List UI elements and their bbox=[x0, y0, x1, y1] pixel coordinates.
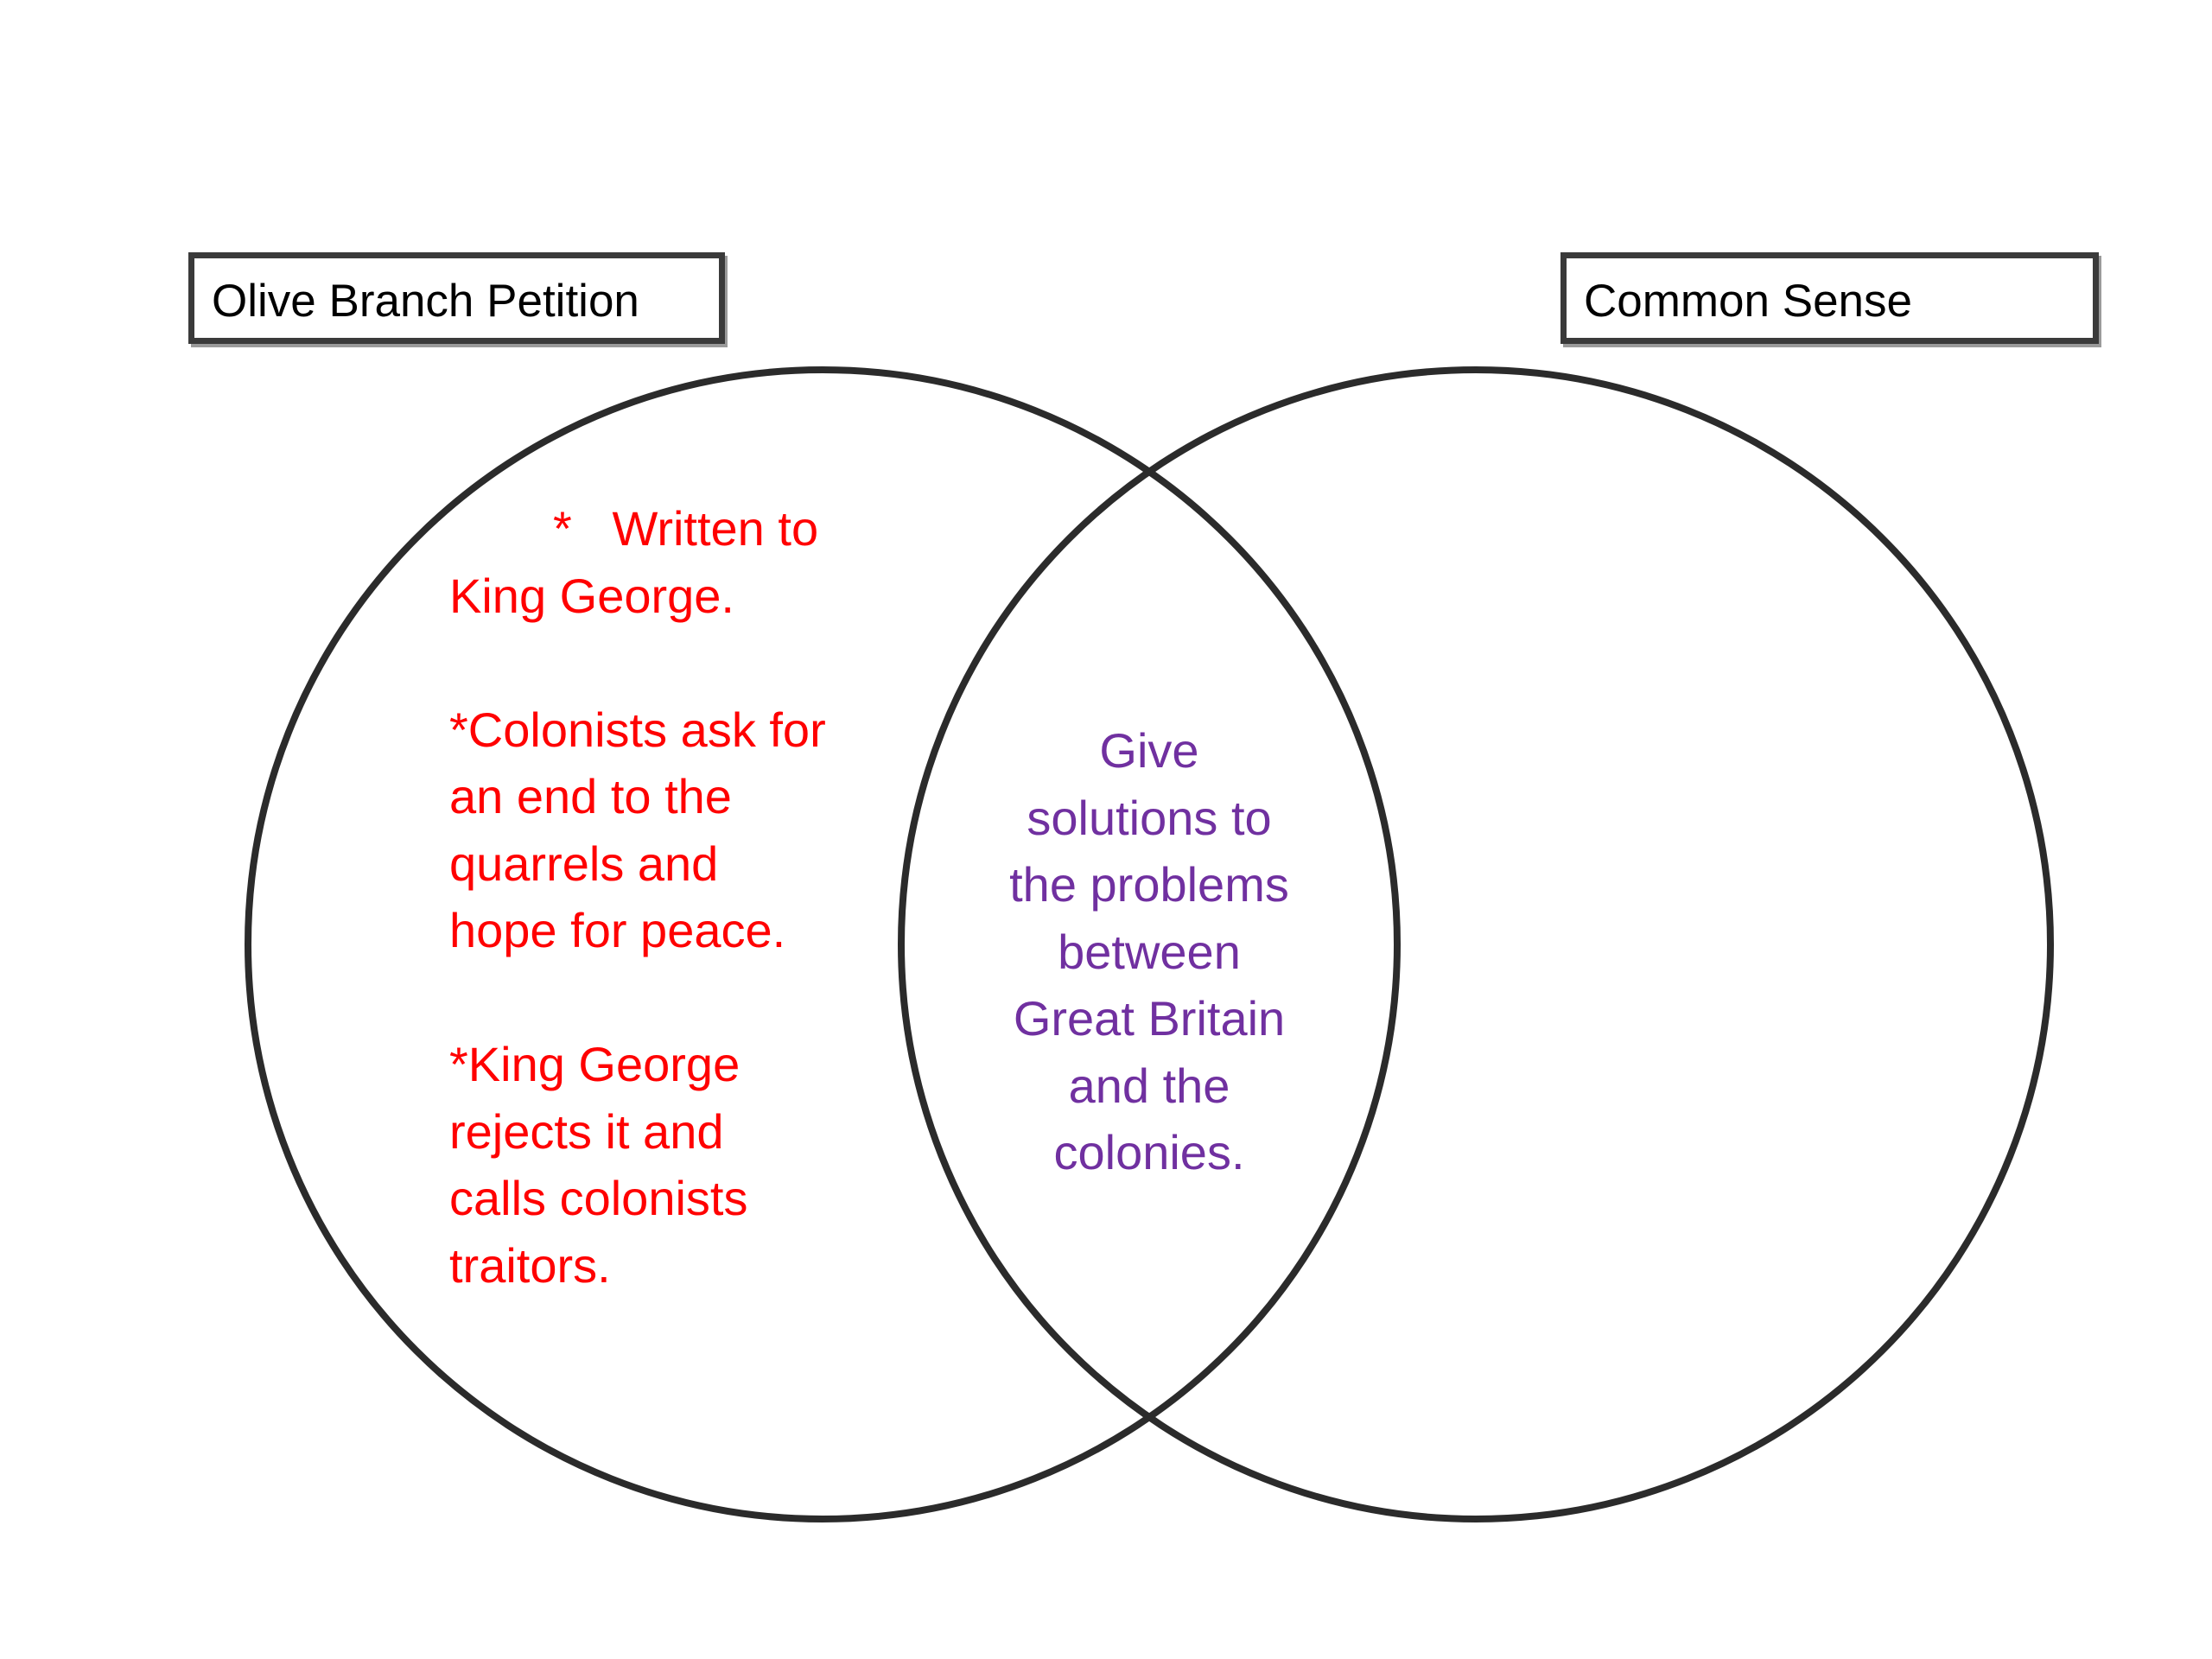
note-king-rejects: *King George rejects it and calls coloni… bbox=[449, 1031, 899, 1299]
note-line: *King George bbox=[449, 1037, 741, 1091]
note-bullet-marker: * bbox=[553, 501, 572, 556]
note-line: Written to bbox=[612, 501, 819, 556]
intersection-line: and the bbox=[1068, 1058, 1230, 1113]
intersection-line: colonies. bbox=[1053, 1125, 1245, 1179]
intersection-line: Great Britain bbox=[1013, 991, 1286, 1046]
note-line: calls colonists bbox=[449, 1171, 748, 1225]
note-colonists-ask: *Colonists ask for an end to the quarrel… bbox=[449, 696, 899, 964]
note-line: hope for peace. bbox=[449, 903, 786, 957]
note-line: King George. bbox=[449, 568, 734, 623]
note-line: rejects it and bbox=[449, 1103, 724, 1159]
intersection-line: Give bbox=[1099, 723, 1199, 778]
note-line: an end to the bbox=[449, 769, 732, 823]
note-line: *Colonists ask for bbox=[449, 702, 826, 757]
note-line: traitors. bbox=[449, 1237, 611, 1293]
intersection-line: the problems bbox=[1009, 857, 1289, 912]
olive-branch-petition-label: Olive Branch Petition bbox=[188, 252, 725, 344]
intersection-line: between bbox=[1058, 924, 1241, 979]
common-sense-label: Common Sense bbox=[1560, 252, 2099, 344]
note-written-to-king: * Written to King George. bbox=[449, 495, 899, 629]
left-circle bbox=[245, 366, 1401, 1522]
intersection-note: Give solutions to the problems between G… bbox=[976, 717, 1322, 1186]
right-circle bbox=[898, 366, 2054, 1522]
olive-branch-notes: * Written to King George. *Colonists ask… bbox=[449, 495, 899, 1366]
intersection-line: solutions to bbox=[1027, 790, 1272, 845]
note-line: quarrels and bbox=[449, 836, 719, 891]
